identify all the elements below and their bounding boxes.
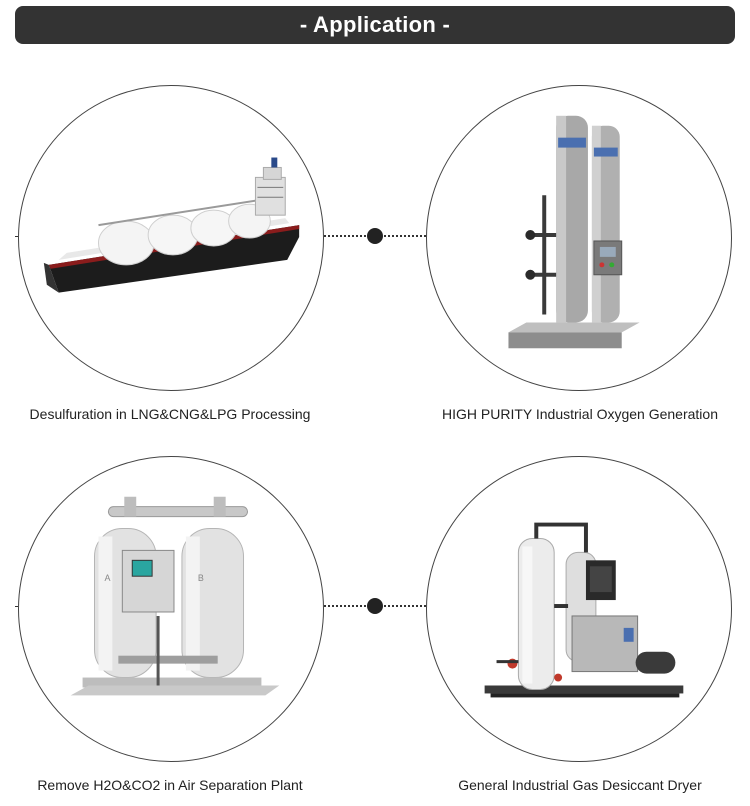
connector-dot-top [367,228,383,244]
application-image-lng-ship [18,85,324,391]
caption-oxygen-generation: HIGH PURITY Industrial Oxygen Generation [442,406,718,422]
gas-dryer-illustration [484,522,684,698]
left-connector-tick [15,236,18,237]
lng-ship-illustration [43,157,300,293]
application-image-gas-dryer-skid [426,456,732,762]
oxygen-generator-illustration [508,115,640,349]
header-title: - Application - [299,12,451,37]
desiccant-dryer-illustration: A B [70,496,280,696]
caption-lng-processing: Desulfuration in LNG&CNG&LPG Processing [29,406,311,422]
left-connector-tick [15,606,18,607]
caption-gas-desiccant-dryer: General Industrial Gas Desiccant Dryer [458,777,702,793]
application-image-desiccant-dryer: A B [18,456,324,762]
tower-label-a: A [104,573,110,583]
connector-dot-bottom [367,598,383,614]
application-image-oxygen-generator [426,85,732,391]
caption-air-separation: Remove H2O&CO2 in Air Separation Plant [37,777,303,793]
application-header: - Application - [15,6,735,44]
tower-label-b: B [198,573,204,583]
